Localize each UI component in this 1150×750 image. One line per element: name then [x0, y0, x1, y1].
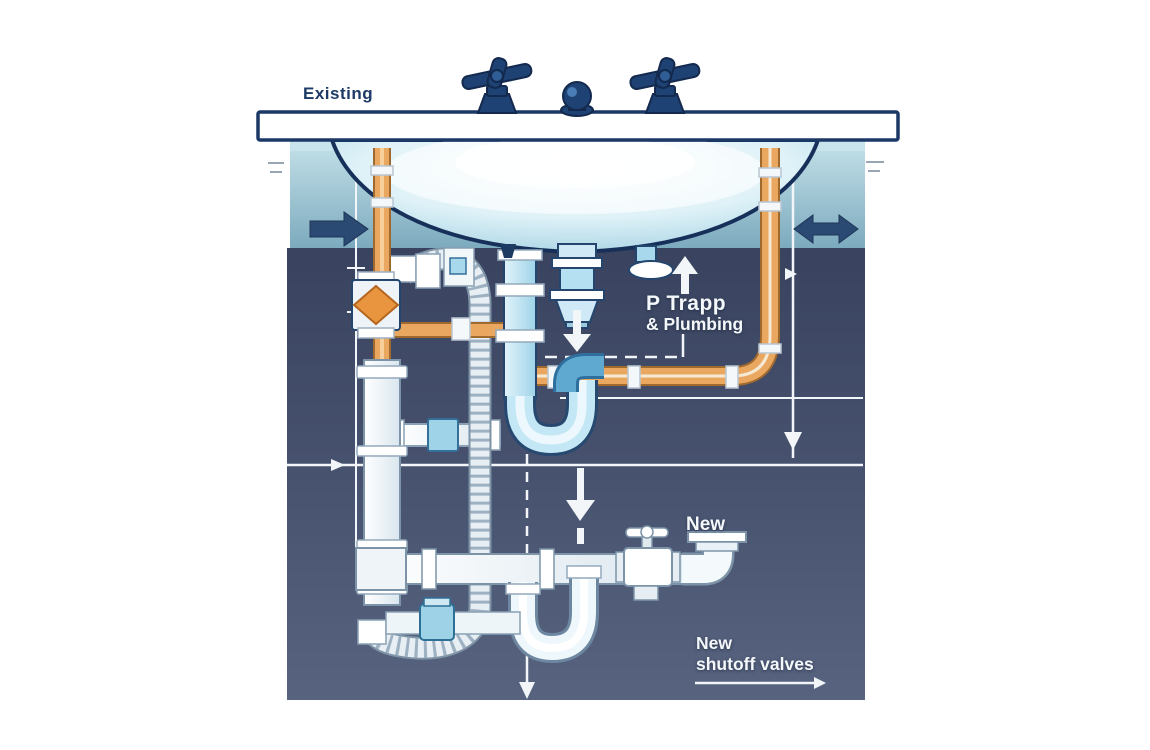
existing-label: Existing — [303, 84, 374, 103]
drain-riser — [495, 249, 545, 399]
stub-valve — [385, 597, 521, 641]
diamond-fitting — [351, 271, 401, 339]
faucet-handle-icon — [461, 57, 533, 114]
wall-tick-marks — [268, 161, 884, 173]
arrow-down-mid-icon — [566, 468, 595, 544]
arrow-down-drain-icon — [563, 310, 591, 352]
shutoff-valve-icon — [615, 525, 681, 601]
shutoff-valves-label: New shutoff valves — [696, 633, 814, 675]
p-trap-label-line2: & Plumbing — [646, 314, 744, 334]
p-trap-label: P Trapp & Plumbing — [646, 292, 743, 334]
p-trap-label-line1: P Trapp — [646, 292, 727, 315]
shutoff-label-line2: shutoff valves — [696, 654, 814, 674]
faucet-handle-icon — [628, 55, 702, 114]
new-drain-label: New — [686, 514, 726, 535]
shutoff-label-line1: New — [696, 633, 732, 653]
p-trap-lower-icon — [505, 565, 602, 664]
arrow-right-icon — [309, 211, 369, 247]
arrow-double-icon — [793, 214, 859, 244]
arrow-up-icon — [672, 256, 698, 294]
sink-bowl — [329, 130, 821, 255]
drain-flange-icon — [682, 531, 747, 586]
dimension-arrowheads — [331, 268, 826, 699]
p-trap-icon — [504, 353, 604, 457]
spout-icon — [560, 81, 594, 117]
upper-fittings — [415, 247, 475, 289]
